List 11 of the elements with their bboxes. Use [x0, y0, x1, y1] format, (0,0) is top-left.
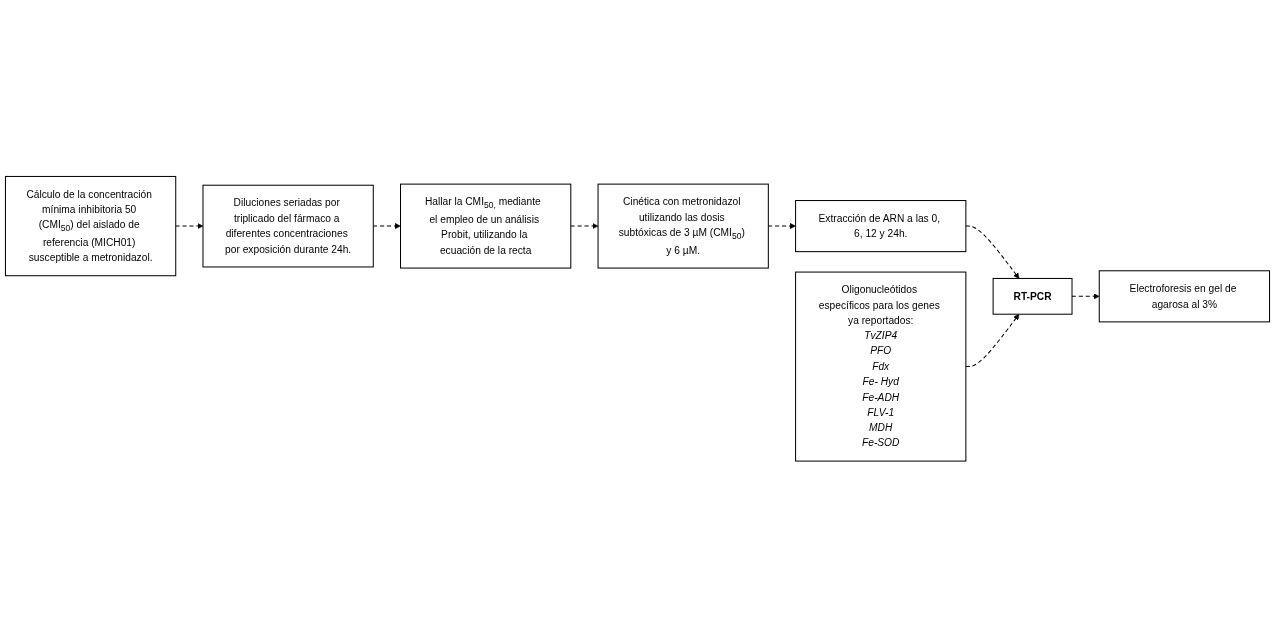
node-box: Extracción de ARN a las 0, 6, 12 y 24h.	[795, 200, 967, 253]
node-box: Cálculo de la concentración mínima inhibitoria 50 (CMI$_{50}$) del aislado de referencia (MICH01) susceptible a metronidazol.	[4, 176, 177, 277]
node-box: RT-PCR	[992, 278, 1073, 315]
arrow	[965, 225, 1020, 279]
node-box: Diluciones seriadas por triplicado del fármaco a diferentes concentraciones por exposición durante 24h.	[202, 184, 374, 268]
arrow	[965, 314, 1020, 368]
node-box: Oligonucleótidos específicos para los genes ya reportados: TvZIP4 PFO Fdx Fe- Hyd Fe-ADH FLV-1 MDH Fe-SOD	[795, 271, 967, 462]
node-box: Electroforesis en gel de agarosa al 3%	[1098, 270, 1271, 323]
arrow	[570, 223, 599, 230]
node-box: Hallar la CMI$_{50,}$ mediante el empleo de un análisis Probit, utilizando la ecuación de la recta	[400, 183, 572, 269]
node-box: Cinética con metronidazol utilizando las dosis subtóxicas de 3 µM (CMI$_{50}$) y 6 µM.	[597, 183, 769, 269]
